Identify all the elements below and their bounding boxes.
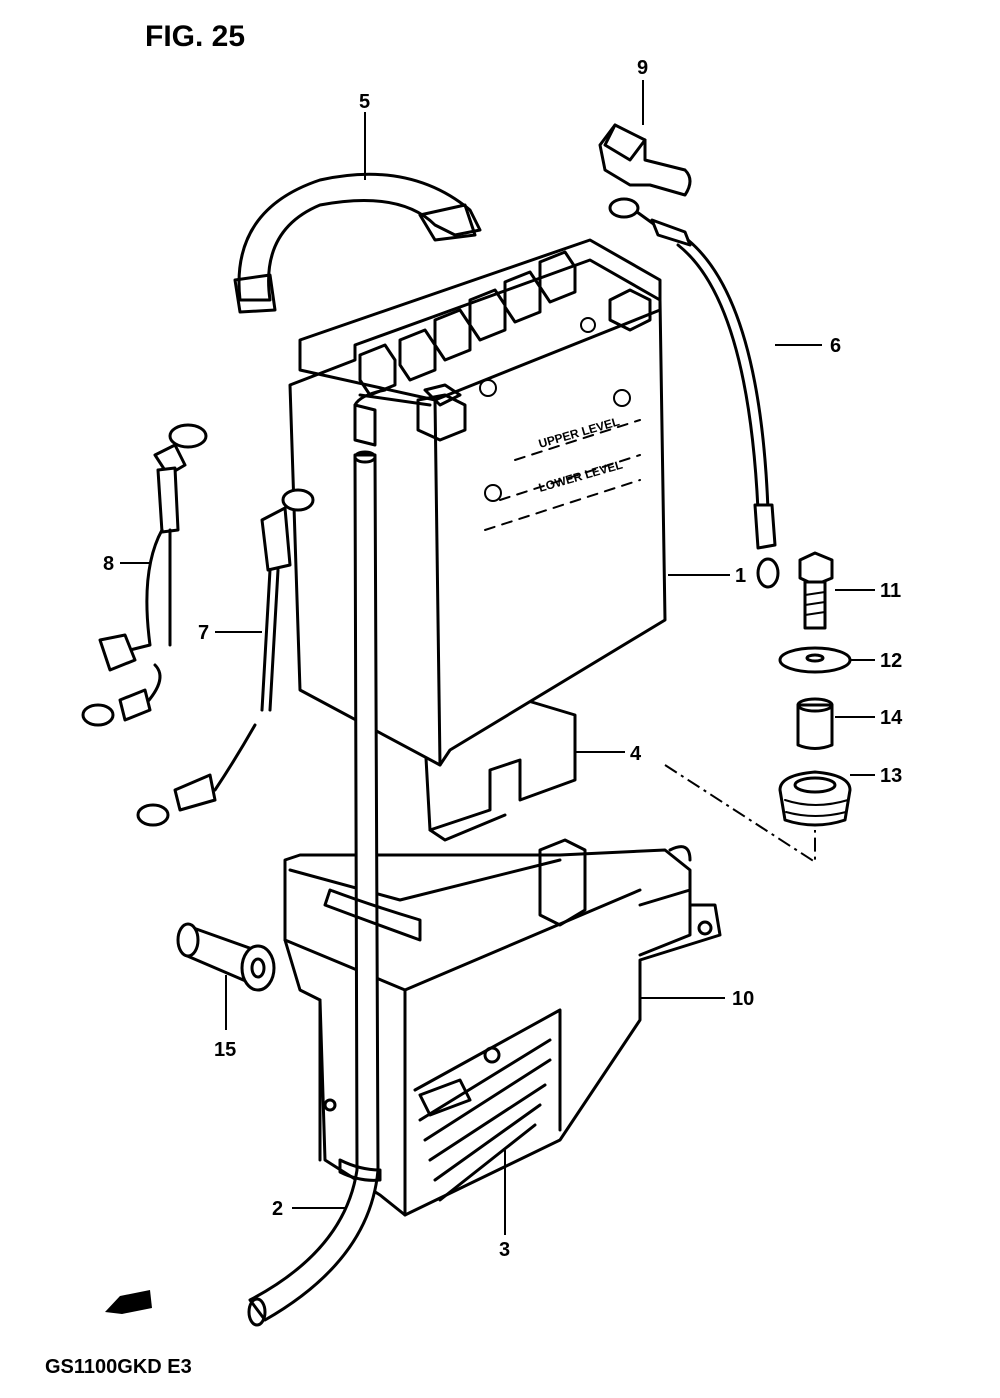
callout-6: 6 bbox=[830, 335, 841, 357]
model-code-footer: GS1100GKD E3 bbox=[45, 1356, 192, 1378]
leader-lines bbox=[120, 80, 875, 1235]
callout-1: 1 bbox=[735, 565, 746, 587]
mounting-hardware-drawing bbox=[778, 551, 852, 827]
callout-2: 2 bbox=[272, 1198, 283, 1220]
callout-5: 5 bbox=[359, 91, 370, 113]
callout-3: 3 bbox=[499, 1239, 510, 1261]
battery-holder-drawing bbox=[283, 838, 722, 1217]
callout-7: 7 bbox=[198, 622, 209, 644]
lead-wire-drawing bbox=[136, 488, 315, 827]
callout-14: 14 bbox=[880, 707, 903, 729]
callout-4: 4 bbox=[630, 743, 642, 765]
callout-9: 9 bbox=[637, 57, 648, 79]
callout-11: 11 bbox=[880, 580, 901, 602]
breather-hose-drawing bbox=[247, 450, 422, 1327]
terminal-cover-drawing bbox=[598, 123, 692, 197]
cable-drawing bbox=[608, 197, 780, 589]
mounting-alignment-line bbox=[664, 764, 816, 864]
battery-drawing: UPPER LEVEL LOWER LEVEL bbox=[288, 238, 667, 767]
grip-drawing bbox=[176, 922, 276, 992]
figure-title: FIG. 25 bbox=[145, 20, 245, 53]
callout-12: 12 bbox=[880, 650, 902, 672]
callout-15: 15 bbox=[214, 1039, 236, 1061]
callout-8: 8 bbox=[103, 553, 114, 575]
front-direction-arrow-icon bbox=[105, 1290, 152, 1314]
lead-wire-coupler-drawing bbox=[81, 423, 208, 727]
battery-strap-drawing bbox=[233, 172, 482, 314]
callout-10: 10 bbox=[732, 988, 754, 1010]
callout-13: 13 bbox=[880, 765, 902, 787]
